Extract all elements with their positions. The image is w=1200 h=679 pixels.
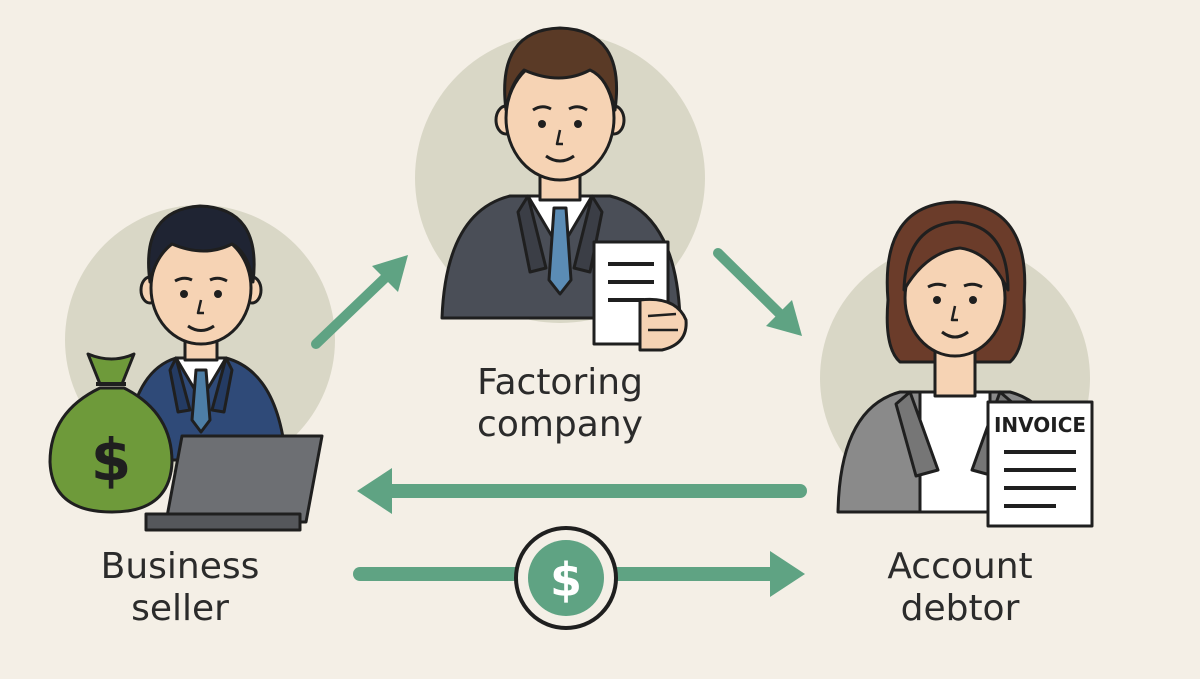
invoice-title: INVOICE — [994, 413, 1086, 437]
document-icon — [592, 240, 688, 352]
arrow-factor-to-debtor — [713, 248, 802, 336]
laptop-icon — [144, 434, 324, 532]
seller-label-line2: seller — [131, 588, 229, 629]
coin-dollar-text: $ — [550, 553, 582, 607]
debtor-label: Account debtor — [850, 546, 1070, 630]
money-bag-icon: $ — [48, 352, 174, 514]
debtor-label-line1: Account — [887, 546, 1033, 587]
arrow-seller-to-factor — [311, 255, 408, 349]
dollar-coin-icon: $ — [514, 526, 618, 630]
seller-label: Business seller — [80, 546, 280, 630]
arrow-debtor-to-seller — [357, 468, 807, 514]
factor-label-line1: Factoring — [477, 362, 643, 403]
money-bag-dollar-text: $ — [91, 426, 131, 494]
debtor-label-line2: debtor — [900, 588, 1020, 629]
seller-label-line1: Business — [100, 546, 260, 587]
factor-label-line2: company — [477, 404, 643, 445]
invoice-icon: INVOICE — [986, 400, 1094, 528]
factor-label: Factoring company — [440, 362, 680, 446]
